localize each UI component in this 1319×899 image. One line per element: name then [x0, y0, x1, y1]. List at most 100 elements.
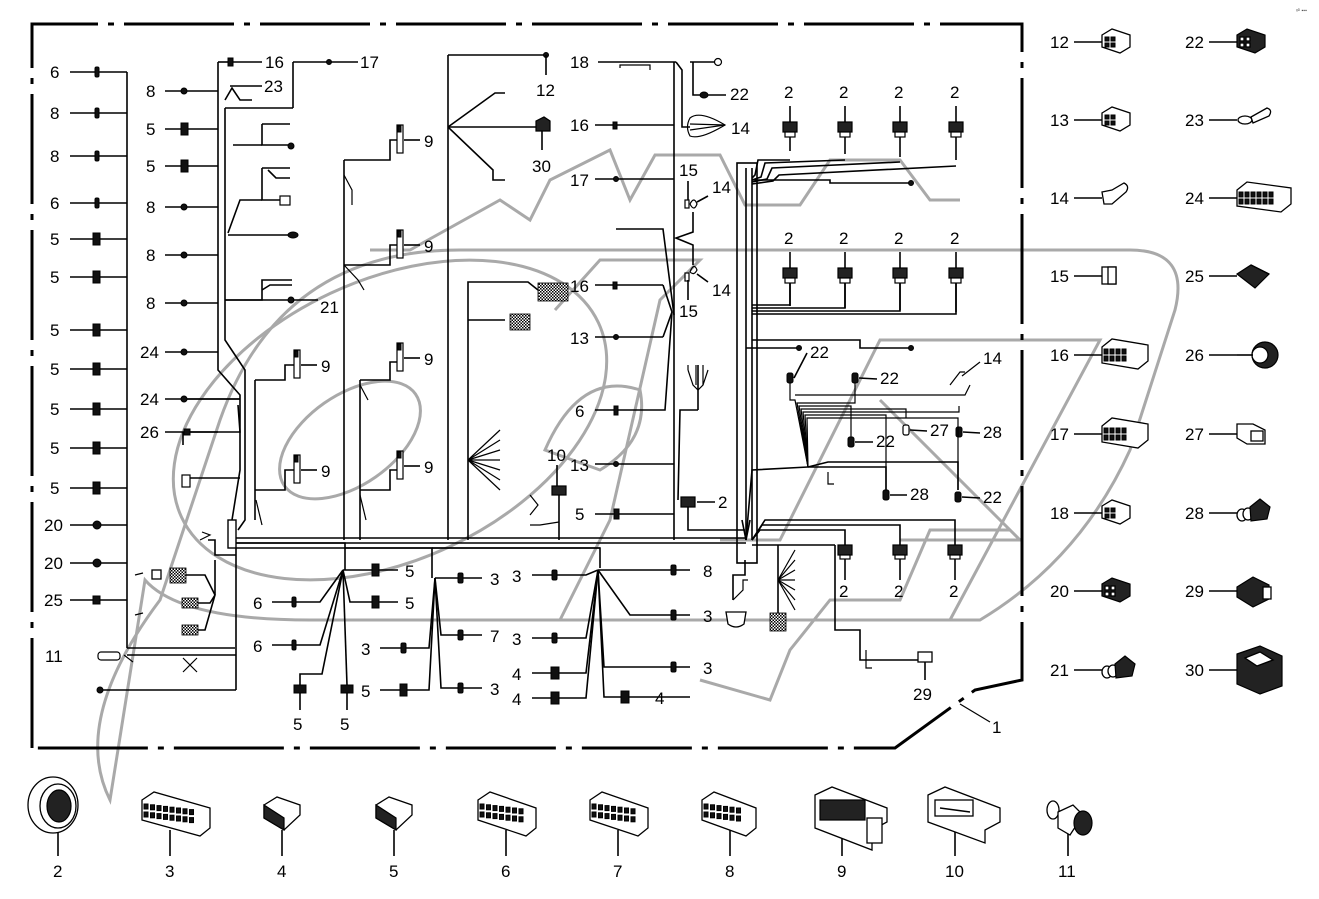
callout-3: 3 — [512, 630, 521, 649]
legend-label-27: 27 — [1185, 425, 1204, 444]
legend-label-20: 20 — [1050, 582, 1069, 601]
callout-8: 8 — [146, 198, 155, 217]
callout-22: 22 — [880, 369, 899, 388]
callout-6: 6 — [50, 63, 59, 82]
callout-25: 25 — [44, 591, 63, 610]
second-connector-8: 8 — [146, 198, 218, 217]
legend-part-13: 13 — [1050, 106, 1131, 132]
legend-part-6: 6 — [477, 791, 537, 881]
legend-part-30: 30 — [1185, 645, 1283, 695]
callout-2: 2 — [894, 582, 903, 601]
callout-14-b: 14 — [712, 281, 731, 300]
second-connector-5: 5 — [146, 120, 218, 139]
legend-part-27: 27 — [1185, 423, 1266, 445]
second-connector-8: 8 — [146, 294, 218, 313]
callout-4: 4 — [512, 665, 521, 684]
legend-label-16: 16 — [1050, 346, 1069, 365]
callout-20: 20 — [44, 516, 63, 535]
relay-connector-9: 9 — [293, 454, 330, 484]
legend-label-18: 18 — [1050, 504, 1069, 523]
relay-connector-9: 9 — [396, 124, 433, 154]
callout-6: 6 — [50, 194, 59, 213]
legend-part-5: 5 — [375, 796, 413, 881]
left-connector-5: 5 — [50, 360, 127, 379]
callout-5: 5 — [50, 439, 59, 458]
legend-part-18: 18 — [1050, 499, 1131, 525]
callout-8: 8 — [146, 294, 155, 313]
legend-part-29: 29 — [1185, 576, 1272, 608]
legend-label-29: 29 — [1185, 582, 1204, 601]
left-connector-5: 5 — [50, 321, 127, 340]
left-connector-5: 5 — [50, 479, 127, 498]
callout-16-b: 16 — [570, 277, 589, 296]
connector-27: 27 — [902, 421, 949, 440]
legend-part-23: 23 — [1185, 107, 1272, 130]
legend-label-2: 2 — [53, 862, 62, 881]
centre-branch: 12 30 18 22 14 16 17 15 14 — [447, 52, 750, 540]
callout-5: 5 — [146, 120, 155, 139]
callout-15-a: 15 — [679, 161, 698, 180]
callout-3: 3 — [512, 567, 521, 586]
callout-5: 5 — [340, 715, 349, 734]
callout-9: 9 — [321, 462, 330, 481]
callout-13-a: 13 — [570, 329, 589, 348]
legend-part-3: 3 — [141, 791, 211, 881]
legend-label-12: 12 — [1050, 33, 1069, 52]
callout-15-b: 15 — [679, 302, 698, 321]
legend-label-14: 14 — [1050, 189, 1069, 208]
callout-5: 5 — [50, 230, 59, 249]
callout-9: 9 — [424, 237, 433, 256]
callout-8: 8 — [50, 147, 59, 166]
callout-28: 28 — [983, 423, 1002, 442]
left-connector-20: 20 — [44, 516, 127, 535]
connector-28: 28 — [882, 485, 929, 504]
callout-13-b: 13 — [570, 456, 589, 475]
callout-8: 8 — [146, 82, 155, 101]
legend-label-23: 23 — [1185, 111, 1204, 130]
corner-mark: ᵍᴰ ▪▪▪ — [1296, 8, 1307, 14]
legend-part-24: 24 — [1185, 181, 1292, 213]
legend-label-24: 24 — [1185, 189, 1204, 208]
callout-5: 5 — [50, 268, 59, 287]
left-connector-25: 25 — [44, 591, 127, 610]
callout-2: 2 — [894, 83, 903, 102]
legend-part-25: 25 — [1185, 264, 1271, 289]
legend-label-25: 25 — [1185, 267, 1204, 286]
left-connector-6: 6 — [50, 63, 127, 82]
second-connector-26: 26 — [140, 423, 218, 442]
left-connector-20: 20 — [44, 554, 127, 573]
callout-2: 2 — [784, 83, 793, 102]
callout-2: 2 — [839, 83, 848, 102]
callout-2: 2 — [839, 229, 848, 248]
callout-8: 8 — [703, 562, 712, 581]
round-connector-2: 2 — [782, 83, 798, 151]
callout-5: 5 — [361, 682, 370, 701]
harness-boundary — [30, 22, 1024, 750]
callout-1: 1 — [992, 718, 1001, 737]
callout-9: 9 — [424, 350, 433, 369]
legend-label-21: 21 — [1050, 661, 1069, 680]
legend-label-11: 11 — [1058, 862, 1076, 881]
callout-30: 30 — [532, 157, 551, 176]
legend-label-4: 4 — [277, 862, 286, 881]
legend-label-8: 8 — [725, 862, 734, 881]
callout-2: 2 — [894, 229, 903, 248]
callout-24: 24 — [140, 390, 159, 409]
legend-part-14: 14 — [1050, 182, 1129, 208]
legend-part-28: 28 — [1185, 498, 1271, 523]
legend-part-11: 11 — [1046, 800, 1093, 881]
legend-part-4: 4 — [263, 796, 301, 881]
callout-10-mid: 10 — [547, 446, 566, 465]
callout-24: 24 — [140, 343, 159, 362]
legend-part-16: 16 — [1050, 338, 1149, 370]
legend-label-3: 3 — [165, 862, 174, 881]
left-connector-5: 5 — [50, 230, 127, 249]
callout-6: 6 — [253, 637, 262, 656]
callout-26: 26 — [140, 423, 159, 442]
callout-3: 3 — [361, 640, 370, 659]
callout-22: 22 — [810, 343, 829, 362]
